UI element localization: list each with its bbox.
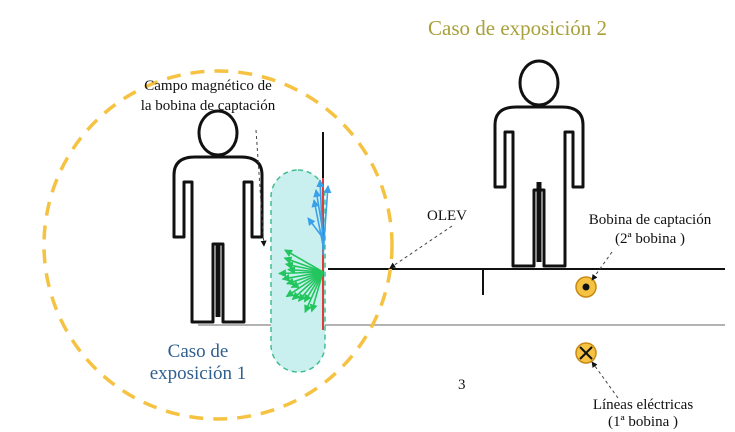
field-arrow: [309, 271, 324, 313]
field-arrow: [284, 249, 324, 273]
pickup-coil-label-line-2: (2ª bobina ): [615, 231, 685, 247]
case-1-title-line-1: Caso de: [167, 341, 229, 362]
power-line-label-line-2: (1ª bobina ): [608, 414, 678, 430]
field-arrow-upper: [313, 189, 324, 233]
power-line-label-line-1: Líneas eléctricas: [592, 397, 694, 413]
field-arrow-upper: [322, 185, 332, 256]
field-arrow: [297, 271, 324, 302]
field-arrow-upper: [307, 217, 324, 239]
field-leader-line: [255, 129, 267, 247]
field-arrow: [284, 261, 324, 273]
figure-number: 3: [458, 377, 466, 393]
exposure-zone-circle: [42, 69, 394, 421]
field-arrow: [291, 271, 324, 301]
field-arrows: [278, 179, 332, 314]
field-arrow: [304, 271, 324, 314]
olev-leader-line: [389, 225, 453, 269]
field-arrow: [278, 269, 324, 278]
field-arrow: [283, 256, 324, 273]
pickup-coil-label-line-1: Bobina de captación: [588, 212, 712, 228]
case-2-title: Caso de exposición 2: [428, 16, 608, 40]
pickup-coil-icon: [575, 276, 597, 298]
field-label-line-2: la bobina de captación: [140, 98, 276, 114]
field-arrow: [290, 271, 324, 289]
person-left-icon: [172, 109, 264, 324]
field-arrow-upper: [311, 199, 324, 246]
field-arrow: [303, 271, 324, 303]
olev-label: OLEV: [427, 208, 467, 224]
pickup-leader-line: [591, 251, 613, 281]
case-1-title-line-2: exposición 1: [149, 363, 247, 384]
person-right-icon: [493, 59, 585, 268]
field-label-line-1: Campo magnético de: [144, 78, 272, 94]
powerline-leader-line: [591, 361, 619, 399]
power-line-coil-icon: [575, 342, 597, 364]
